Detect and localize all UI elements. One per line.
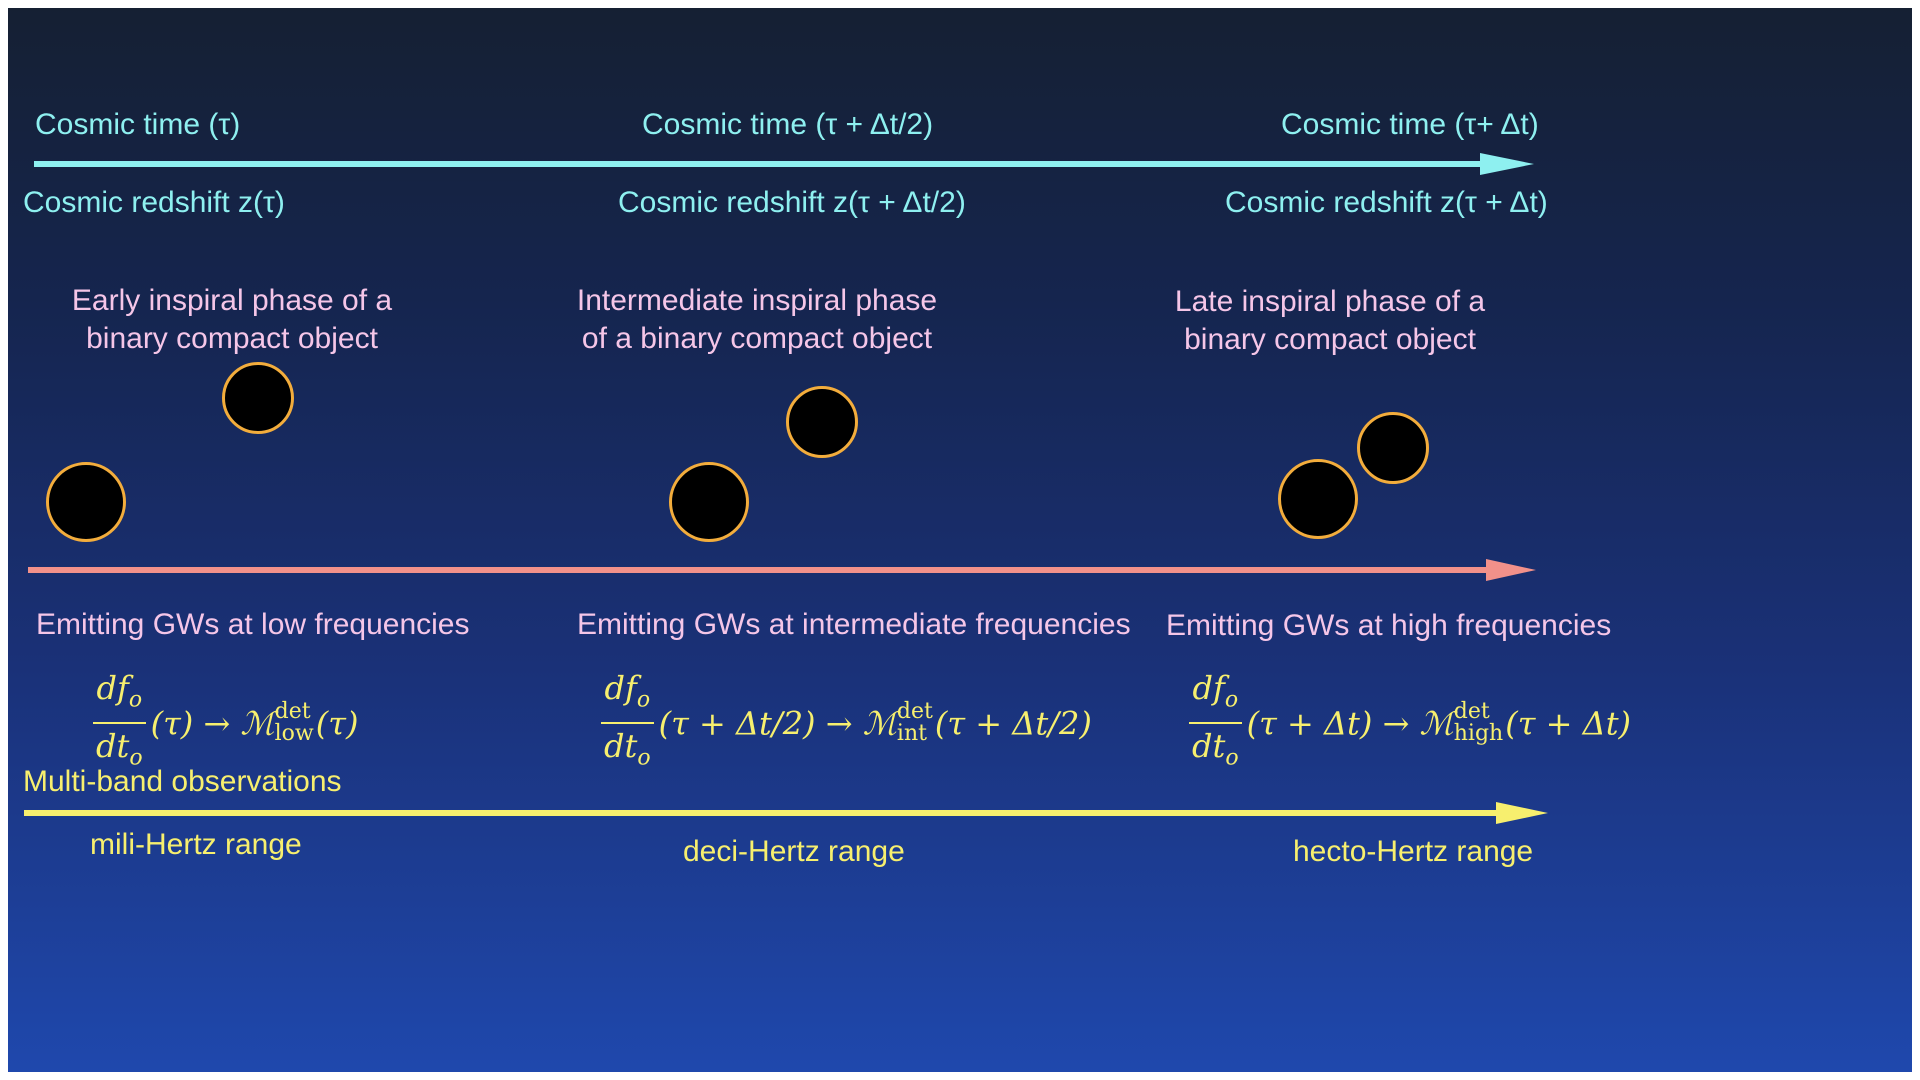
frac-den-sub: o: [1225, 745, 1239, 771]
formula-tail: (τ + Δt): [1505, 704, 1632, 743]
formula-tail: (τ + Δt/2): [934, 704, 1092, 743]
black-hole-late-b: [1357, 412, 1429, 484]
chirp-mass-symbol: ℳ: [862, 704, 897, 743]
redshift-end-label: Cosmic redshift z(τ + Δt): [1225, 186, 1548, 219]
frac-den: dt: [604, 727, 638, 766]
frac-num-sub: o: [1224, 687, 1239, 713]
black-hole-intermediate-b: [786, 386, 858, 458]
multiband-arrow: [24, 802, 1548, 824]
frac-num-sub: o: [128, 687, 143, 713]
frac-den: dt: [96, 727, 130, 766]
black-hole-early-a: [46, 462, 126, 542]
redshift-start-label: Cosmic redshift z(τ): [23, 186, 285, 219]
formula-tail: (τ): [315, 704, 359, 743]
frac-num-sub: o: [636, 687, 651, 713]
formula-sub: low: [274, 721, 314, 747]
cosmic-time-arrow: [34, 153, 1534, 175]
arrows-layer: [24, 153, 1548, 824]
frac-den: dt: [1192, 727, 1226, 766]
frac-num: df: [604, 669, 637, 707]
frac-int: dfo dto: [600, 670, 655, 777]
chirp-mass-symbol: ℳ: [240, 704, 275, 743]
redshift-mid-label: Cosmic redshift z(τ + Δt/2): [618, 186, 966, 219]
hecto-hertz-label: hecto-Hertz range: [1293, 835, 1534, 868]
chirp-mass-symbol: ℳ: [1419, 704, 1454, 743]
late-phase-label: Late inspiral phase of a binary compact …: [1174, 285, 1486, 356]
formula-sub: int: [896, 721, 927, 747]
early-phase-label: Early inspiral phase of a binary compact…: [71, 284, 393, 355]
emission-high-label: Emitting GWs at high frequencies: [1166, 609, 1612, 642]
black-hole-late-a: [1278, 459, 1358, 539]
formula-arg: (τ + Δt/2) →: [658, 704, 863, 743]
formula-arg: (τ + Δt) →: [1246, 704, 1420, 743]
frac-low: dfo dto: [92, 670, 147, 777]
deci-hertz-label: deci-Hertz range: [683, 835, 905, 868]
mili-hertz-label: mili-Hertz range: [90, 828, 302, 861]
black-hole-intermediate-a: [669, 462, 749, 542]
cosmic-time-mid-label: Cosmic time (τ + Δt/2): [642, 108, 934, 141]
cosmic-time-end-label: Cosmic time (τ+ Δt): [1281, 108, 1539, 141]
formula-sup: det: [1453, 699, 1490, 725]
formula-sub: high: [1453, 721, 1504, 747]
frac-den-sub: o: [129, 745, 143, 771]
frac-high: dfo dto: [1188, 670, 1243, 777]
frac-num: df: [1192, 669, 1225, 707]
black-hole-early-b: [222, 362, 294, 434]
emission-low-label: Emitting GWs at low frequencies: [36, 608, 470, 641]
frac-num: df: [96, 669, 129, 707]
formula-sup: det: [274, 699, 311, 725]
cosmic-time-start-label: Cosmic time (τ): [35, 108, 241, 141]
intermediate-phase-label: Intermediate inspiral phase of a binary …: [576, 284, 938, 355]
gw-frequency-arrow: [28, 559, 1536, 581]
frac-den-sub: o: [637, 745, 651, 771]
emission-intermediate-label: Emitting GWs at intermediate frequencies: [577, 608, 1131, 641]
formula-sup: det: [896, 699, 933, 725]
formula-arg: (τ) →: [150, 704, 241, 743]
diagram-panel: Cosmic time (τ) Cosmic time (τ + Δt/2) C…: [8, 8, 1912, 1072]
multiband-label: Multi-band observations: [23, 765, 342, 798]
